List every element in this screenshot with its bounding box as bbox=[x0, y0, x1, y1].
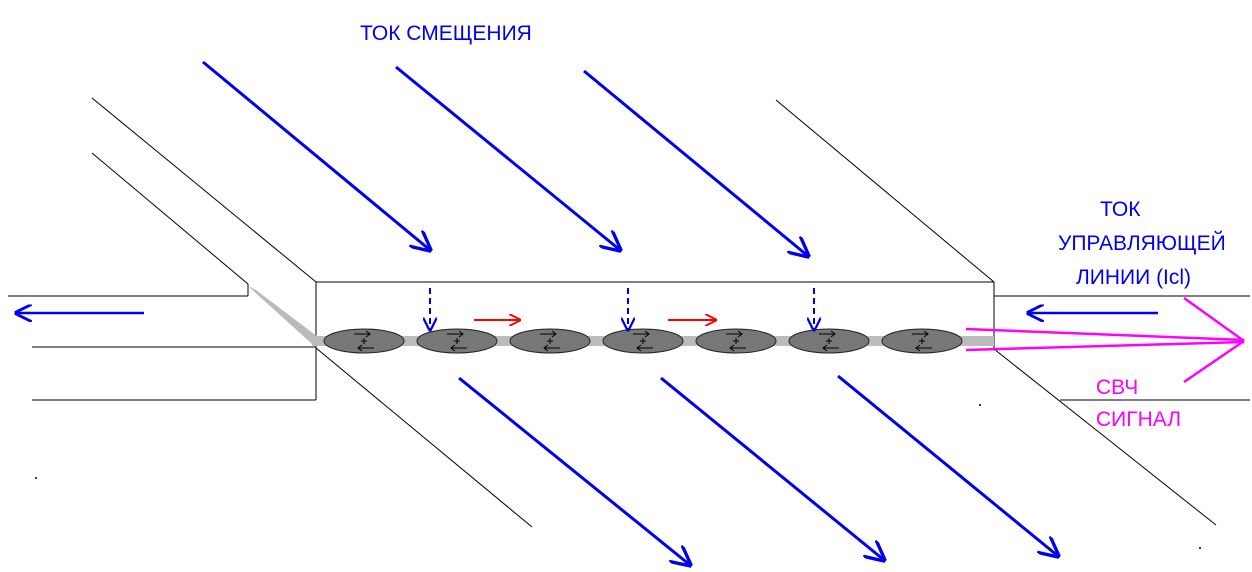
lower-right-edge bbox=[993, 348, 1217, 526]
circulation-arrow bbox=[915, 344, 932, 352]
control-line-label-2: УПРАВЛЯЮЩЕЙ bbox=[1058, 231, 1226, 255]
vortex bbox=[881, 328, 963, 354]
circulation-arrow bbox=[822, 344, 839, 352]
displacement-arrow-out-3 bbox=[837, 374, 1058, 556]
vortex bbox=[509, 328, 591, 354]
displacement-arrow-in-1 bbox=[202, 60, 430, 250]
vortex bbox=[323, 328, 405, 354]
vortex-center-mark bbox=[361, 338, 367, 344]
displacement-arrow-in-2 bbox=[395, 65, 620, 250]
vortex-center-mark bbox=[640, 338, 646, 344]
lower-left-edge bbox=[315, 347, 533, 528]
stray-dots bbox=[35, 404, 1201, 549]
dot bbox=[1199, 547, 1201, 549]
vortex bbox=[695, 328, 777, 354]
vortex bbox=[788, 328, 870, 354]
strip-diagonal bbox=[248, 286, 322, 344]
circulation-arrow bbox=[447, 330, 464, 338]
control-line-label-1: ТОК bbox=[1100, 198, 1141, 221]
circulation-arrow bbox=[726, 330, 743, 338]
vortex-center-mark bbox=[919, 338, 925, 344]
dashed-current-arrows bbox=[430, 288, 814, 330]
circulation-arrow bbox=[543, 344, 560, 352]
text-labels: ТОК СМЕЩЕНИЯ ТОК УПРАВЛЯЮЩЕЙ ЛИНИИ (Icl)… bbox=[360, 22, 1226, 431]
displacement-current-arrows bbox=[202, 60, 1058, 565]
displacement-arrow-out-2 bbox=[660, 376, 884, 560]
upper-right-edge bbox=[775, 99, 995, 283]
displacement-arrow-out-1 bbox=[458, 376, 690, 565]
dot bbox=[979, 404, 981, 406]
circulation-arrow bbox=[633, 330, 650, 338]
upper-outer-edge bbox=[91, 97, 317, 283]
circulation-arrow bbox=[357, 344, 374, 352]
circulation-arrow bbox=[354, 330, 371, 338]
circulation-arrow bbox=[450, 344, 467, 352]
circulation-arrow bbox=[540, 330, 557, 338]
circulation-arrow bbox=[819, 330, 836, 338]
circulation-arrow bbox=[912, 330, 929, 338]
vortex bbox=[602, 328, 684, 354]
microwave-signal-arrow bbox=[965, 296, 1245, 384]
circulation-arrow bbox=[729, 344, 746, 352]
control-line-label-3: ЛИНИИ (Icl) bbox=[1076, 266, 1191, 289]
microwave-arrow-lower bbox=[965, 340, 1245, 352]
vortex-center-mark bbox=[826, 338, 832, 344]
microwave-arrowhead-bottom bbox=[1183, 339, 1245, 384]
displacement-current-label: ТОК СМЕЩЕНИЯ bbox=[360, 22, 532, 45]
circulation-arrow bbox=[636, 344, 653, 352]
microwave-arrowhead-top bbox=[1183, 296, 1245, 343]
upper-inner-edge bbox=[91, 152, 249, 285]
vortex-chain bbox=[323, 328, 963, 354]
microwave-arrow-upper bbox=[965, 327, 1245, 342]
vortex-center-mark bbox=[547, 338, 553, 344]
displacement-arrow-in-3 bbox=[583, 69, 808, 256]
vortex bbox=[416, 328, 498, 354]
vortex-center-mark bbox=[454, 338, 460, 344]
dot bbox=[35, 477, 37, 479]
electrode-lines bbox=[91, 97, 1217, 528]
microwave-label-1: СВЧ bbox=[1096, 376, 1138, 399]
vortex-center-mark bbox=[733, 338, 739, 344]
microwave-label-2: СИГНАЛ bbox=[1096, 408, 1181, 431]
transmission-lines bbox=[8, 295, 1250, 401]
